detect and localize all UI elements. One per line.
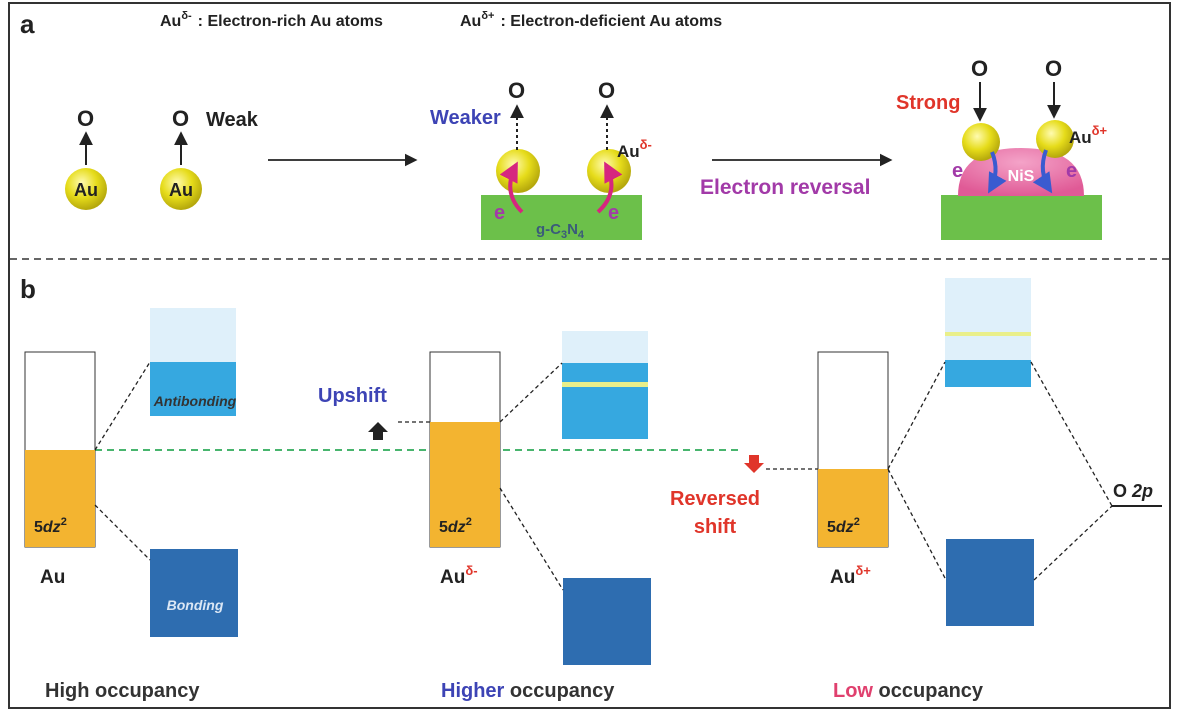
bonding-label: Bonding [167,597,224,613]
au-label: Au [169,180,193,200]
upshift-label: Upshift [318,385,387,407]
bonding-block [563,578,651,665]
antibonding-filled [150,362,236,416]
legend: Auδ-: Electron-rich Au atoms Auδ+: Elect… [160,10,722,30]
d-orbital-label: 5dz2 [439,516,472,536]
figure-frame [8,2,1171,709]
mixing-line-up [499,362,563,423]
mixing-line-down [499,487,564,591]
panel-a: a Auδ-: Electron-rich Au atoms Auδ+: Ele… [20,9,1108,241]
support-base [941,195,1102,240]
weaker-label: Weaker [430,107,501,129]
au-rich-label: Auδ- [617,137,652,161]
electron-label-right: e [1066,160,1077,182]
au-atom-2: O Weak Au [160,106,259,210]
mixing-line-down [887,468,947,581]
mixing-line-up [887,361,946,470]
legend-deficient-entry: Auδ+: Electron-deficient Au atoms [460,10,722,30]
electron-reversal-arrow-left [988,151,1007,194]
oxygen-label-left: O [508,78,525,103]
d-orbital-label: 5dz2 [34,516,67,536]
legend-rich-entry: Auδ-: Electron-rich Au atoms [160,10,383,30]
d-orbital-filled [430,422,500,547]
column-au-rich: Upshift 5dz2 Auδ- Higher occupancy [318,331,651,702]
o2p-mixing-line-down [1033,505,1113,581]
au-sphere [160,168,202,210]
column-label: Au [40,567,65,588]
oxygen-label: O [77,106,94,131]
gc3n4-label: g-C3N4 [536,221,585,241]
up-arrow-icon [368,422,388,440]
electron-label-right: e [608,202,619,224]
au-sphere [65,168,107,210]
au-on-gc3n4: g-C3N4 O O Weaker Auδ- e e [430,78,652,241]
electron-transfer-arrow-left [499,161,524,214]
column-au-deficient: Reversed shift 5dz2 Auδ+ O 2p Low occupa… [670,278,1162,702]
oxygen-label-right: O [598,78,615,103]
column-label: Auδ+ [830,563,871,588]
electron-reversal-arrow-right [1032,149,1053,194]
reversed-shift-label-line1: Reversed [670,488,760,510]
gc3n4-support [481,195,642,240]
au-deficient-label: Auδ+ [1069,123,1108,147]
panel-b-label: b [20,274,36,304]
panel-a-label: a [20,9,35,39]
oxygen-label-left: O [971,56,988,81]
antibonding-empty [945,278,1031,360]
reversed-shift-label-line2: shift [694,516,737,538]
electron-transfer-arrow-right [596,161,623,214]
o2p-label: O 2p [1113,481,1153,501]
d-orbital-filled [25,450,95,547]
o2p-mixing-line-up [1030,361,1113,507]
antibonding-filled [562,363,648,439]
oxygen-label: O [172,106,189,131]
nis-label: NiS [1008,168,1035,185]
antibonding-empty [562,331,648,363]
mixing-line-down [94,504,151,561]
antibonding-label: Antibonding [153,393,237,409]
occupancy-label: Low occupancy [833,680,984,702]
oxygen-label-right: O [1045,56,1062,81]
d-orbital-label: 5dz2 [827,516,860,536]
antibonding-filled [945,360,1031,387]
electron-label-left: e [952,160,963,182]
down-arrow-icon [744,455,764,473]
strong-label: Strong [896,92,960,114]
antibonding-level-marker [562,382,648,387]
au-sphere-left [496,149,540,193]
au-on-nis: NiS O O Strong Auδ+ e e [896,56,1108,240]
au-label: Au [74,180,98,200]
electron-label-left: e [494,202,505,224]
au-sphere-right [1036,120,1074,158]
antibonding-level-marker [945,332,1031,336]
occupancy-label: High occupancy [45,680,200,702]
mixing-line-up [94,361,151,451]
occupancy-label: Higher occupancy [441,680,615,702]
au-atom-1: O Au [65,106,107,210]
antibonding-empty [150,308,236,362]
bonding-block [946,539,1034,626]
column-label: Auδ- [440,563,478,588]
weak-label: Weak [206,109,259,131]
au-sphere-left [962,123,1000,161]
column-au: 5dz2 Au Antibonding Bonding High occupan… [24,308,238,702]
d-orbital-filled [818,469,888,547]
panel-b: b 5dz2 Au Antibonding Bonding High occup… [20,274,1162,702]
electron-reversal-label: Electron reversal [700,176,870,199]
bonding-block [150,549,238,637]
